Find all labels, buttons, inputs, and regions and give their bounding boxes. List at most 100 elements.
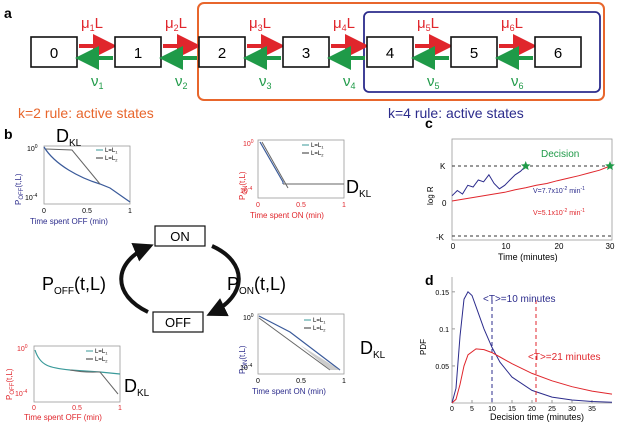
on-state-box <box>154 225 206 247</box>
forward-rate-label: μ5L <box>417 15 439 33</box>
series-line <box>451 165 527 197</box>
ytick-minus-K: -K <box>436 233 445 242</box>
ytick-bottom: 10-4 <box>240 363 252 372</box>
xlabel: Time spent OFF (min) <box>30 217 108 226</box>
ytick-top: 100 <box>243 313 254 322</box>
legend-L2: L=L2 <box>105 156 118 163</box>
forward-rate-label: μ2L <box>165 15 187 33</box>
ylabel: POFF(t,L) <box>5 368 16 400</box>
ytick-top: 100 <box>17 344 28 353</box>
ylabel: PON(t,L) <box>238 345 249 374</box>
xtick: 5 <box>470 406 474 413</box>
ytick-bottom: 10-4 <box>25 193 37 202</box>
rule-k4-label: k=4 rule: active states <box>388 105 524 121</box>
xtick: 1 <box>118 405 122 412</box>
xtick: 0.5 <box>82 208 92 215</box>
on-to-off-arrow <box>206 244 241 317</box>
forward-rate-label: μ3L <box>249 15 271 33</box>
mean-label-red: <T>=21 minutes <box>528 352 601 363</box>
curve-L2 <box>258 317 331 371</box>
xtick: 1 <box>128 208 132 215</box>
legend-L2: L=L2 <box>311 151 324 158</box>
xtick: 35 <box>588 406 596 413</box>
off-to-on-arrow <box>119 243 154 314</box>
xlabel: Time spent ON (min) <box>252 387 326 396</box>
curve-L1 <box>259 141 284 184</box>
panel-label-b: b <box>4 126 13 142</box>
xlabel: Time spent ON (min) <box>250 211 324 220</box>
dkl-label: DKL <box>360 338 386 361</box>
state-box <box>198 36 246 68</box>
backward-rate-label: ν5 <box>427 73 440 91</box>
pdf-curve <box>451 348 613 404</box>
xtick: 30 <box>568 406 576 413</box>
ytick-top: 100 <box>243 139 254 148</box>
backward-rate-label: ν2 <box>175 73 188 91</box>
xtick: 30 <box>606 242 615 251</box>
subplot-on-bottom: PON(t,L) 100 10-4 0 0.5 1 Time spent ON … <box>238 313 386 396</box>
legend-L1: L=L1 <box>105 148 118 155</box>
xtick: 15 <box>508 406 516 413</box>
ytick-K: K <box>440 162 446 171</box>
xtick: 10 <box>488 406 496 413</box>
xtick: 25 <box>548 406 556 413</box>
xtick: 0 <box>256 378 260 385</box>
legend-L1: L=L1 <box>95 349 108 356</box>
ytick: 0.15 <box>435 290 449 297</box>
subplot-on-top: PON(t,L) 100 10-4 0 0.5 1 Time spent ON … <box>238 139 372 220</box>
state-label: 1 <box>134 45 142 62</box>
forward-rate-label: μ6L <box>501 15 523 33</box>
dkl-label: DKL <box>346 177 372 200</box>
panel-label-c: c <box>425 115 433 131</box>
decision-star-marker <box>605 161 615 170</box>
xtick: 0 <box>451 242 456 251</box>
subplot-off-bottom: POFF(t,L) 100 10-4 0 0.5 1 Time spent OF… <box>5 344 150 422</box>
curve-L1 <box>43 146 131 203</box>
panel-label-d: d <box>425 272 434 288</box>
state-box <box>366 36 414 68</box>
on-state-label: ON <box>170 229 190 244</box>
state-label: 5 <box>470 45 478 62</box>
axes-frame <box>257 313 345 375</box>
xlabel: Time (minutes) <box>498 252 558 262</box>
backward-rate-label: ν6 <box>511 73 524 91</box>
series-label-red: V=5.1x10-2 min-1 <box>533 208 585 217</box>
xlabel: Time spent OFF (min) <box>24 413 102 422</box>
backward-rate-label: ν1 <box>91 73 104 91</box>
rule-k2-label: k=2 rule: active states <box>18 105 154 121</box>
curve-L1 <box>258 315 341 371</box>
panel-label-a: a <box>4 5 12 21</box>
xtick: 0.5 <box>296 378 306 385</box>
xtick: 0.5 <box>72 405 82 412</box>
xtick: 0 <box>256 202 260 209</box>
axes-frame <box>43 145 131 205</box>
state-label: 2 <box>218 45 226 62</box>
decision-star-marker <box>521 161 531 170</box>
p-off-label: POFF(t,L) <box>42 274 106 297</box>
curve-L2 <box>45 148 101 185</box>
off-state-label: OFF <box>165 315 191 330</box>
series-line <box>451 165 611 202</box>
ytick: 0.1 <box>439 327 449 334</box>
state-label: 3 <box>302 45 310 62</box>
legend-L2: L=L2 <box>95 357 108 364</box>
ylabel: log R <box>426 186 435 205</box>
curve-L2 <box>261 141 289 189</box>
state-label: 6 <box>554 45 562 62</box>
xtick: 1 <box>342 202 346 209</box>
xtick: 0 <box>32 405 36 412</box>
backward-rate-label: ν3 <box>259 73 272 91</box>
backward-rate-label: ν4 <box>343 73 356 91</box>
xtick: 20 <box>555 242 564 251</box>
xtick: 0 <box>450 406 454 413</box>
decision-label: Decision <box>541 149 579 160</box>
subplot-off-top: POFF(t,L) 100 10-4 0 0.5 1 Time spent OF… <box>14 126 132 226</box>
state-box <box>534 36 582 68</box>
state-label: 0 <box>50 45 58 62</box>
panel-c-chart: K 0 -K log R 0 10 20 30 Time (minutes) D… <box>426 138 615 262</box>
xlabel: Decision time (minutes) <box>490 412 584 422</box>
ytick: 0.05 <box>435 364 449 371</box>
p-on-label: PON(t,L) <box>227 274 286 297</box>
pdf-curve <box>451 290 613 404</box>
